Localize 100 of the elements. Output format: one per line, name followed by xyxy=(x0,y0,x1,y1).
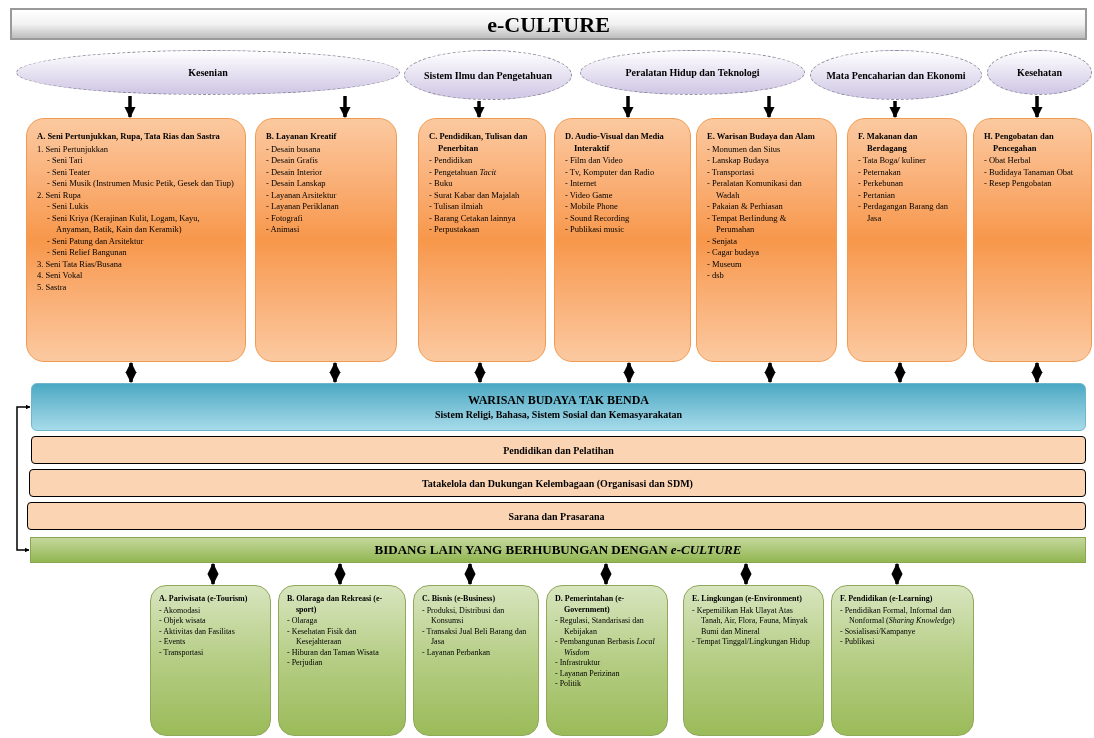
title-banner: e-CULTURE xyxy=(10,8,1087,40)
list-item: - Perpustakaan xyxy=(429,224,481,236)
arrow xyxy=(1031,361,1043,384)
list-item: - Seni Relief Bangunan xyxy=(47,247,128,259)
sector-box xyxy=(831,585,974,736)
list-item: - Surat Kabar dan Majalah xyxy=(429,189,521,201)
box-heading: B. Layanan Kreatif xyxy=(266,131,338,143)
list-item: - Events xyxy=(159,637,187,648)
list-item: - Desain Grafis xyxy=(266,155,319,167)
arrow xyxy=(473,101,485,119)
list-item: - Transaksi Jual Beli Barang dan Jasa xyxy=(422,626,528,648)
list-item: - Regulasi, Standarisasi dan Kebijakan xyxy=(555,616,645,637)
list-item: - Video Game xyxy=(565,189,614,201)
oval-label: Kesenian xyxy=(188,66,228,79)
list-item: - Cagar budaya xyxy=(707,247,760,259)
list-item: - Desain Lanskap xyxy=(266,178,327,190)
list-item: 5. Sastra xyxy=(37,281,68,293)
list-item: - Sosialisasi/Kampanye xyxy=(840,626,917,637)
list-item: - Pakaian & Perhiasan xyxy=(707,201,784,213)
list-item: - Tata Boga/ kuliner xyxy=(858,155,927,167)
sector-box xyxy=(278,585,406,736)
list-item: - Publikasi music xyxy=(565,224,626,236)
band-text: Sarana dan Prasarana xyxy=(508,509,605,524)
arrow xyxy=(339,96,351,119)
band-text: WARISAN BUDAYA TAK BENDA xyxy=(467,393,650,408)
band xyxy=(31,383,1086,431)
arrow xyxy=(763,96,775,119)
list-item: - Olaraga xyxy=(287,616,318,627)
list-item: - Seni Kriya (Kerajinan Kulit, Logam, Kayu, Anyaman, Batik, Kain dan Keramik) xyxy=(47,212,201,236)
box-heading: B. Olaraga dan Rekreasi (e-sport) xyxy=(287,594,384,615)
arrow xyxy=(329,361,341,384)
oval-label: Sistem Ilmu dan Pengetahuan xyxy=(423,68,553,82)
box-heading: E. Lingkungan (e-Environment) xyxy=(692,594,803,605)
list-item: - dsb xyxy=(707,270,725,282)
list-item: - Internet xyxy=(565,178,598,190)
list-item: - Layanan Arsitektur xyxy=(266,189,338,201)
band-text: BIDANG LAIN YANG BERHUBUNGAN DENGAN e-CULTURE xyxy=(374,541,742,560)
band xyxy=(30,537,1086,563)
list-item: - Seni Lukis xyxy=(47,201,90,213)
band-text: Sistem Religi, Bahasa, Sistem Sosial dan Kemasyarakatan xyxy=(434,408,683,421)
category-box xyxy=(696,118,837,362)
list-item: - Infrastruktur xyxy=(555,658,602,669)
list-item: - Layanan Perizinan xyxy=(555,668,621,679)
category-box xyxy=(847,118,967,362)
list-item: - Perjudian xyxy=(287,658,324,669)
category-box xyxy=(973,118,1092,362)
band xyxy=(29,469,1086,497)
list-item: - Desain busana xyxy=(266,143,322,155)
list-item: - Hiburan dan Taman Wisata xyxy=(287,647,380,658)
list-item: - Akomodasi xyxy=(159,605,202,616)
list-item: - Layanan Perbankan xyxy=(422,647,491,658)
arrow xyxy=(740,562,752,586)
list-item: 2. Seni Rupa xyxy=(37,189,82,201)
box-heading: D. Audio-Visual dan Media Interaktif xyxy=(565,131,665,154)
list-item: - Peralatan Komunikasi dan Wadah xyxy=(707,178,803,201)
list-item: - Monumen dan Situs xyxy=(707,143,782,155)
list-item: - Seni Tari xyxy=(47,155,84,167)
band-text: Tatakelola dan Dukungan Kelembagaan (Organisasi dan SDM) xyxy=(422,476,693,491)
oval-label: Mata Pencaharian dan Ekonomi xyxy=(826,68,966,82)
sector-box xyxy=(683,585,824,736)
list-item: - Budidaya Tanaman Obat xyxy=(984,166,1075,178)
list-item: - Publikasi xyxy=(840,637,876,648)
list-item: - Tulisan ilmiah xyxy=(429,201,484,213)
arrow xyxy=(623,361,635,384)
list-item: - Lanskap Budaya xyxy=(707,155,770,167)
list-item: - Barang Cetakan lainnya xyxy=(429,212,517,224)
list-item: - Pendidikan Formal, Informal dan Nonformal (Sharing Knowledge) xyxy=(840,605,956,627)
list-item: - Produksi, Distribusi dan Konsumsi xyxy=(422,605,506,627)
oval-label: Peralatan Hidup dan Teknologi xyxy=(625,66,760,79)
arrow xyxy=(764,361,776,384)
list-item: - Film dan Video xyxy=(565,155,624,167)
oval-label: Kesehatan xyxy=(1017,66,1062,79)
category-box xyxy=(26,118,246,362)
box-heading: E. Warisan Budaya dan Alam xyxy=(707,131,816,143)
list-item: - Tempat Berlindung & Perumahan xyxy=(707,212,788,236)
category-box xyxy=(554,118,691,362)
list-item: - Senjata xyxy=(707,235,738,247)
box-heading: C. Pendidikan, Tulisan dan Penerbitan xyxy=(429,131,529,154)
arrow xyxy=(464,562,476,586)
list-item: - Sound Recording xyxy=(565,212,631,224)
list-item: - Museum xyxy=(707,258,743,270)
list-item: - Pengetahuan Tacit xyxy=(429,166,498,178)
list-item: - Desain Interior xyxy=(266,166,324,178)
list-item: - Perdagangan Barang dan Jasa xyxy=(858,201,949,224)
list-item: - Tempat Tinggal/Lingkungan Hidup xyxy=(692,637,811,648)
list-item: - Perkebunan xyxy=(858,178,905,190)
list-item: - Obat Herbal xyxy=(984,155,1032,167)
sector-box xyxy=(150,585,271,736)
list-item: 4. Seni Vokal xyxy=(37,270,84,282)
band-text: Pendidikan dan Pelatihan xyxy=(503,443,614,458)
box-heading: A. Seni Pertunjukkan, Rupa, Tata Rias dan Sastra xyxy=(37,131,221,143)
box-heading: A. Pariwisata (e-Tourism) xyxy=(159,594,249,605)
arrow xyxy=(207,562,219,586)
list-item: - Seni Musik (Instrumen Music Petik, Gesek dan Tiup) xyxy=(47,178,235,190)
category-box xyxy=(418,118,546,362)
arrow xyxy=(16,404,31,553)
list-item: - Transportasi xyxy=(707,166,755,178)
box-heading: F. Pendidikan (e-Learning) xyxy=(840,594,934,605)
box-heading: F. Makanan dan Berdagang xyxy=(858,131,919,154)
sector-box xyxy=(413,585,539,736)
